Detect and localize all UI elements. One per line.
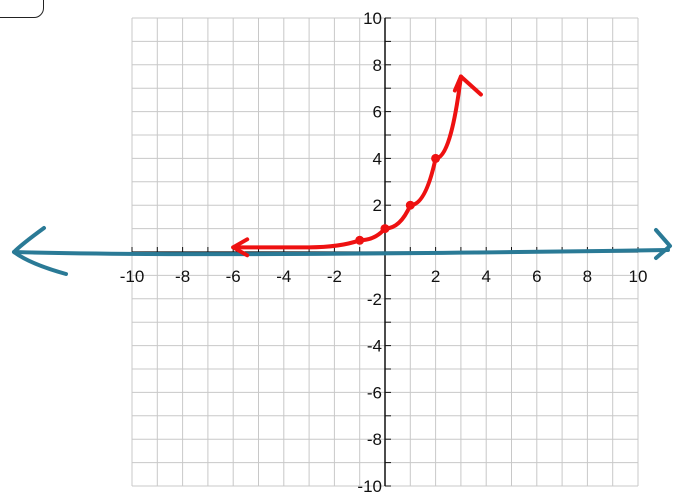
x-tick-label: 4 bbox=[481, 267, 490, 286]
data-point bbox=[405, 200, 415, 210]
corner-box bbox=[0, 0, 44, 18]
y-tick-label: -4 bbox=[367, 337, 382, 356]
tick-labels: -10 -8 -6 -4 -2 2 4 6 8 10 10 8 6 4 2 -2 -4 -6 -8 -10 bbox=[120, 9, 648, 496]
x-tick-label: 6 bbox=[532, 267, 541, 286]
right-arrowhead bbox=[654, 228, 672, 260]
exponential-curve bbox=[231, 74, 463, 250]
x-tick-label: 10 bbox=[629, 267, 648, 286]
x-tick-label: -6 bbox=[226, 267, 241, 286]
y-tick-label: 4 bbox=[373, 149, 382, 168]
x-tick-label: -4 bbox=[276, 267, 291, 286]
x-axis-hand-line bbox=[12, 248, 670, 257]
y-tick-label: -8 bbox=[367, 430, 382, 449]
y-tick-label: -6 bbox=[367, 383, 382, 402]
x-tick-label: -8 bbox=[175, 267, 190, 286]
x-tick-label: 2 bbox=[431, 267, 440, 286]
y-tick-label: 6 bbox=[373, 103, 382, 122]
data-point bbox=[431, 153, 441, 163]
left-arrowhead bbox=[12, 226, 68, 276]
x-tick-label: 8 bbox=[583, 267, 592, 286]
x-tick-label: -10 bbox=[120, 267, 145, 286]
data-point bbox=[355, 235, 365, 245]
curve-left-arrowhead bbox=[231, 237, 250, 258]
y-tick-label: 2 bbox=[373, 196, 382, 215]
series-layer bbox=[231, 74, 483, 258]
data-point bbox=[380, 224, 390, 234]
y-tick-label: 10 bbox=[363, 9, 382, 28]
x-tick-label: -2 bbox=[327, 267, 342, 286]
y-tick-label: -2 bbox=[367, 290, 382, 309]
y-tick-label: 8 bbox=[373, 56, 382, 75]
curve-top-arrowhead bbox=[452, 74, 483, 97]
hand-drawn-x-axis bbox=[12, 226, 672, 276]
y-tick-label: -10 bbox=[357, 477, 382, 496]
